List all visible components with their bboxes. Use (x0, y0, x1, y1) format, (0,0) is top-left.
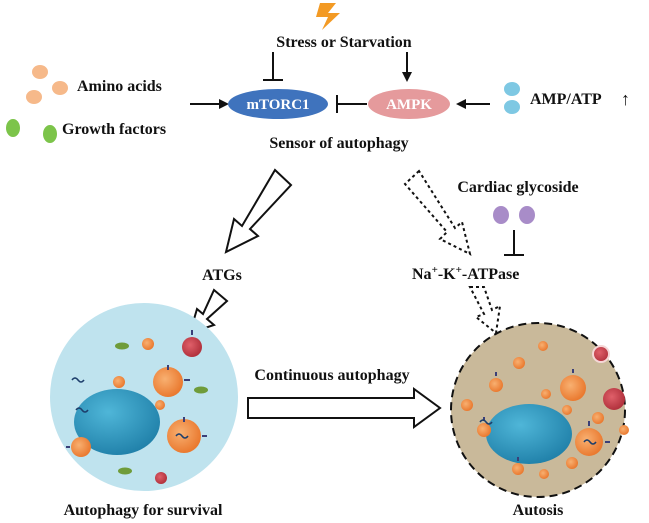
cardiac-glycoside-label: Cardiac glycoside (457, 179, 578, 196)
autosis-label: Autosis (513, 502, 564, 519)
dotted-arrow-to-atpase (403, 169, 472, 256)
amp-dots (504, 82, 520, 114)
lysosome (592, 345, 610, 363)
autolysosome (153, 367, 183, 397)
autolysosome (512, 463, 524, 475)
lysosome (155, 472, 167, 484)
autosis-cell (450, 322, 629, 498)
growth-factor-dots (6, 119, 57, 143)
autolysosome (538, 341, 548, 351)
amino-acid-dots (26, 65, 68, 104)
ampk-inhibits-mtorc1 (336, 95, 367, 113)
survival-cell-nucleus (74, 389, 160, 455)
autolysosome (113, 376, 125, 388)
amp-atp-increase-arrow: ↑ (621, 89, 630, 109)
autolysosome (155, 400, 165, 410)
mtorc1-node: mTORC1 (228, 89, 328, 119)
survival-cell (50, 303, 238, 491)
glycoside-dots (493, 206, 535, 224)
ampk-node: AMPK (368, 89, 450, 119)
autolysosome (592, 412, 604, 424)
sensor-of-autophagy-label: Sensor of autophagy (269, 135, 408, 152)
autolysosome (539, 469, 549, 479)
autolysosome (489, 378, 503, 392)
autolysosome (71, 437, 91, 457)
lysosome (182, 337, 202, 357)
glycoside-inhibits-atpase (504, 230, 524, 256)
hollow-arrow-to-atgs (224, 168, 293, 254)
stress-inhibits-mtorc1 (263, 52, 283, 81)
dotted-arrow-to-autosis (468, 286, 502, 335)
mitochondrion (115, 342, 129, 350)
na-k-atpase-label: Na+-K+-ATPase (412, 264, 519, 283)
atgs-label: ATGs (202, 267, 242, 284)
autolysosome (461, 399, 473, 411)
stress-starvation-label: Stress or Starvation (276, 34, 412, 51)
autosis-cell-nucleus (486, 404, 572, 464)
amino-acids-label: Amino acids (77, 78, 162, 95)
continuous-autophagy-label: Continuous autophagy (254, 367, 409, 384)
mtorc1-label: mTORC1 (246, 97, 309, 113)
autolysosome (619, 425, 629, 435)
autolysosome (562, 405, 572, 415)
autolysosome (575, 428, 603, 456)
growth-factors-label: Growth factors (62, 121, 166, 138)
autolysosome (541, 389, 551, 399)
mitochondrion (194, 386, 208, 394)
autolysosome (477, 423, 491, 437)
ampk-label: AMPK (386, 97, 432, 113)
autolysosome (513, 357, 525, 369)
autolysosome (566, 457, 578, 469)
lightning-bolt-icon (316, 3, 340, 30)
autophagy-for-survival-label: Autophagy for survival (64, 502, 223, 519)
amp-atp-label: AMP/ATP (530, 91, 602, 108)
autolysosome (560, 375, 586, 401)
hollow-arrow-continuous (247, 387, 442, 429)
mitochondrion (118, 467, 132, 475)
lysosome (603, 388, 625, 410)
autolysosome (142, 338, 154, 350)
autolysosome (167, 419, 201, 453)
